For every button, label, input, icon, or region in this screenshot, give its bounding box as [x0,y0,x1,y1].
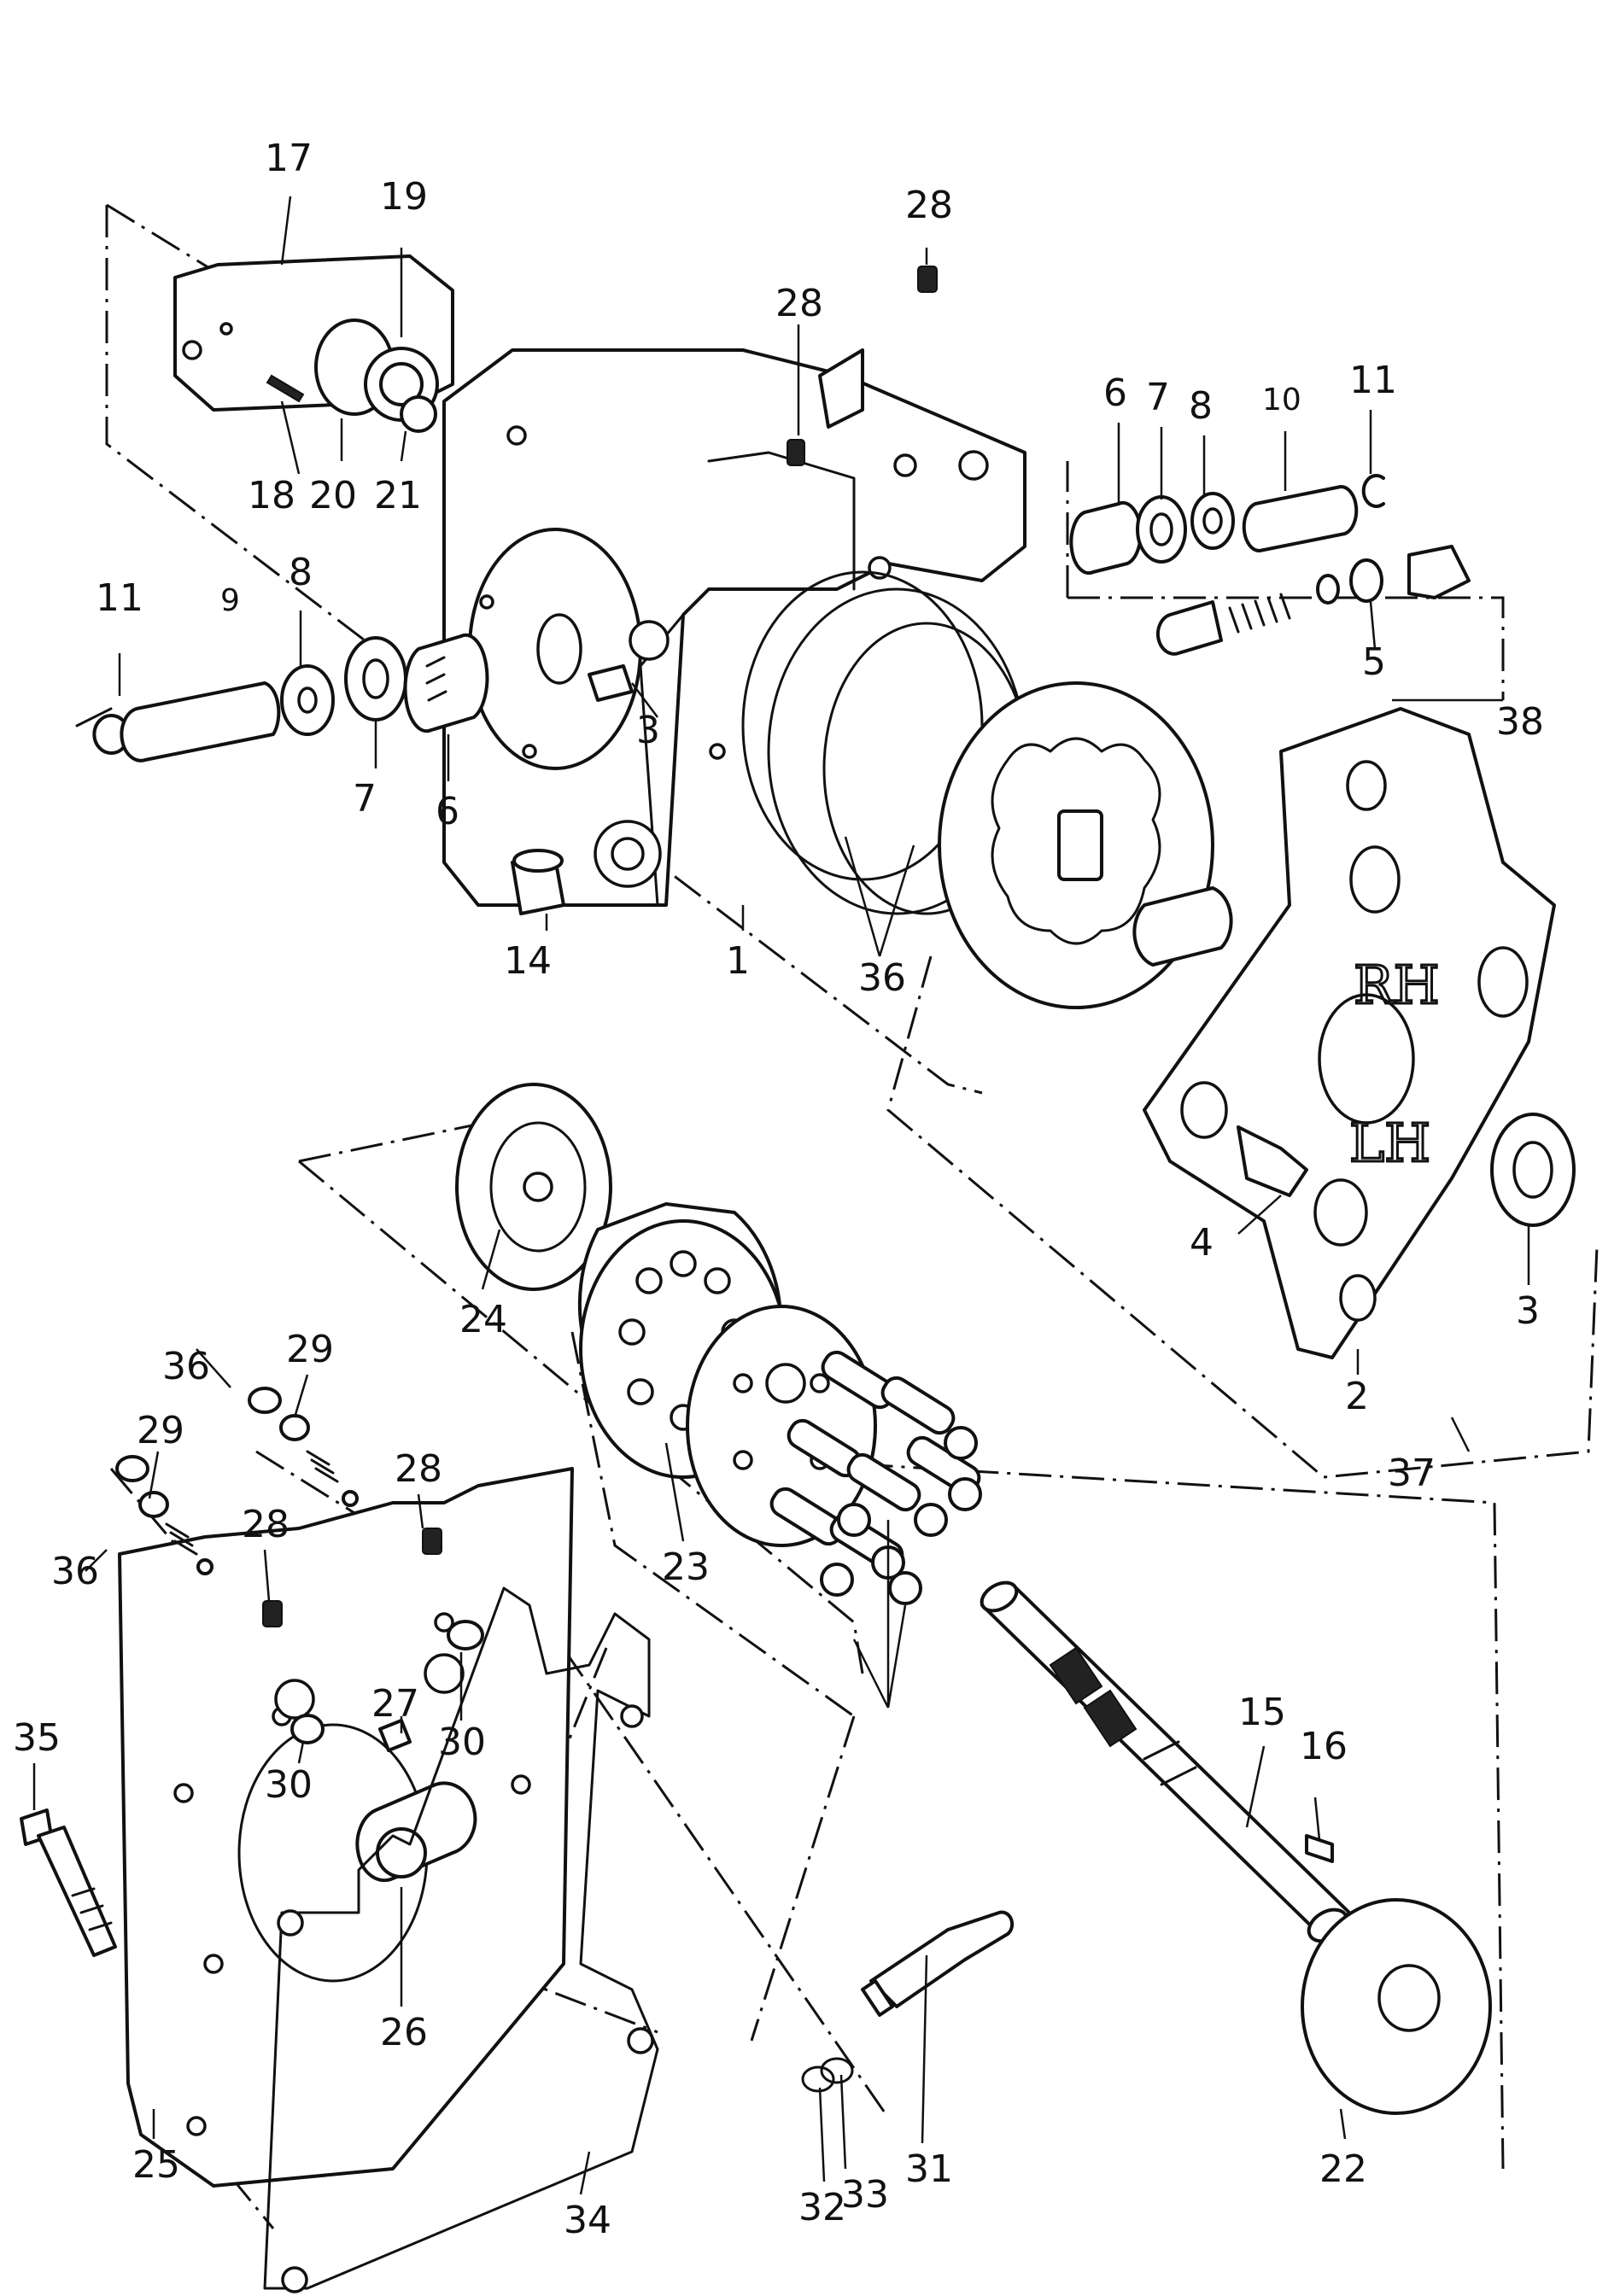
callout-3-left: 3 [636,709,660,752]
left-spool-parts [75,633,489,762]
callout-18: 18 [248,474,295,517]
check-valve-groups [115,266,938,1752]
washer-22 [1301,1898,1492,2115]
right-valve-parts [1069,474,1471,656]
plate-mark-lh: LH [1349,1112,1430,1174]
callout-26: 26 [380,2011,428,2054]
callout-7-right: 7 [1146,376,1170,419]
plate-mark-rh: RH [1354,954,1440,1016]
bracket-assembly [173,254,454,433]
callout-27: 27 [371,1682,419,1726]
callout-30-left: 30 [265,1763,313,1807]
callout-36-left: 36 [51,1550,99,1593]
callout-22: 22 [1319,2147,1367,2191]
callout-31: 31 [905,2147,953,2191]
callout-3-right: 3 [1516,1289,1540,1333]
callout-8-left: 8 [289,551,313,594]
callout-34: 34 [564,2199,611,2242]
callout-8-right: 8 [1189,384,1213,428]
callout-25: 25 [132,2143,180,2187]
callout-1: 1 [726,939,750,983]
callout-21: 21 [374,474,422,517]
bolt-3 [588,664,634,702]
gasket-34 [263,1586,659,2293]
callout-20: 20 [309,474,357,517]
cylinder-block [577,1202,877,1547]
bolt-35 [20,1808,117,1957]
callout-11-left: 11 [96,576,143,620]
callout-28-cover-left: 28 [242,1503,289,1546]
drive-shaft [980,1580,1351,1943]
callout-2: 2 [1345,1375,1369,1418]
pin-31-assembly [801,1910,1015,2093]
end-cover [118,1467,574,2188]
callout-28-top-right: 28 [905,184,953,227]
callout-6-right: 6 [1103,371,1127,415]
callout-19: 19 [380,175,428,219]
valve-plate [455,1083,612,1291]
callout-14: 14 [504,939,552,983]
callout-37: 37 [1388,1452,1436,1495]
callout-24: 24 [459,1298,507,1341]
callout-29-lower: 29 [137,1409,184,1452]
callout-10: 10 [1262,383,1301,418]
plug-14 [511,849,565,915]
callout-29-upper: 29 [286,1328,334,1371]
callout-36-middle: 36 [162,1345,210,1388]
pump-housing [442,348,1026,907]
callout-35: 35 [13,1716,61,1760]
callout-6-left: 6 [436,790,459,833]
leader-lines [32,196,1530,2195]
rear-cover-plate: RH LH [1143,707,1576,1359]
callout-15: 15 [1238,1691,1286,1734]
callouts: 17 19 18 20 21 11 9 8 7 6 3 14 1 36 28 2… [13,137,1544,2242]
callout-4: 4 [1190,1221,1214,1265]
callout-36-top: 36 [858,956,906,1000]
pistons [769,1350,982,1605]
callout-28-cover-right: 28 [395,1447,442,1491]
callout-23: 23 [662,1545,710,1589]
callout-30-right: 30 [438,1721,486,1764]
gerotor-gear [938,681,1233,1009]
callout-16: 16 [1300,1725,1348,1768]
callout-11-right: 11 [1349,359,1397,402]
callout-7-left: 7 [353,777,377,821]
callout-5: 5 [1362,640,1386,684]
callout-28-top-left: 28 [775,282,823,325]
callout-38: 38 [1496,700,1544,744]
callout-17: 17 [265,137,313,180]
callout-33: 33 [841,2173,889,2217]
callout-9: 9 [220,583,240,618]
callout-32: 32 [798,2186,846,2229]
